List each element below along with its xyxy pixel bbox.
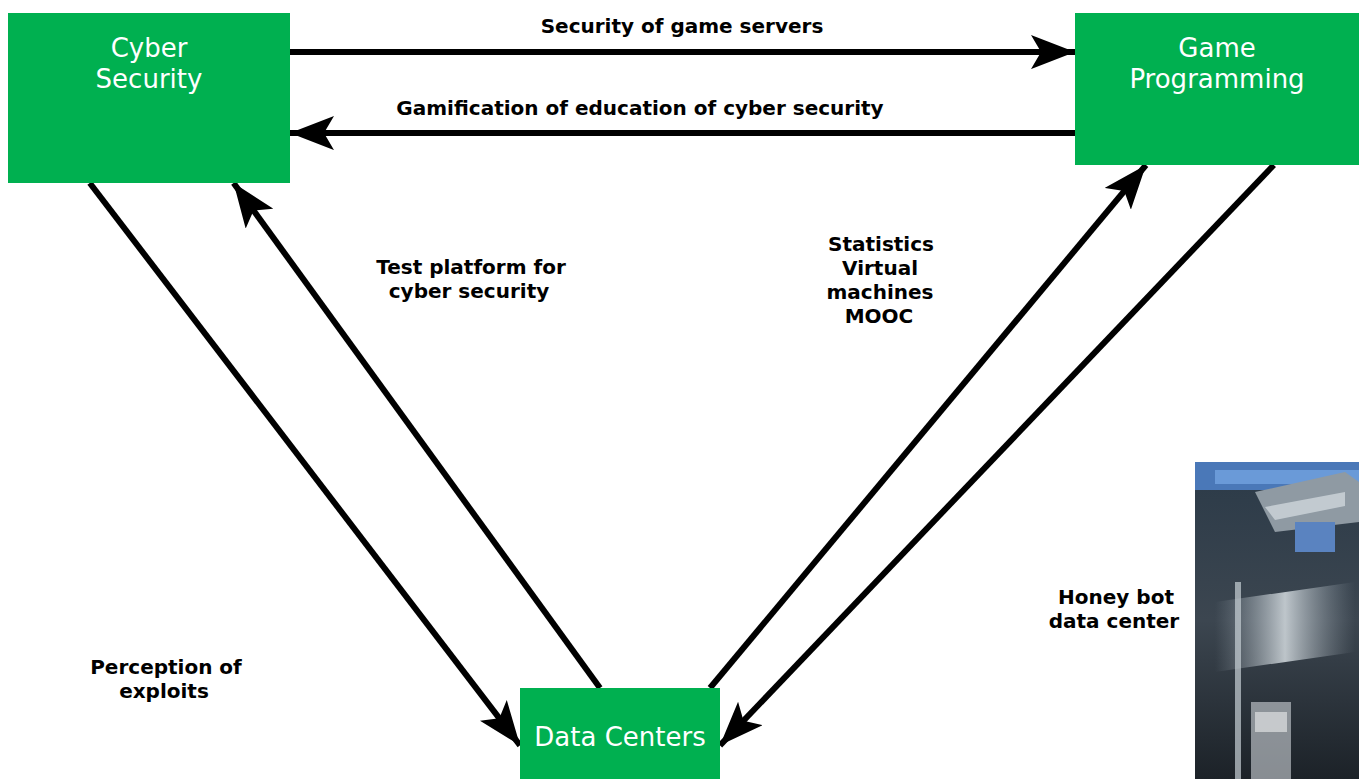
edge-label: Honey bot data center <box>1049 585 1181 633</box>
arrow-connector <box>290 49 1075 55</box>
edge-label: Statistics Virtual machines MOOC <box>826 232 934 328</box>
edge-label-box: Statistics Virtual machines MOOC <box>815 232 945 328</box>
arrow-connector <box>290 130 1075 136</box>
edge-label-box: Gamification of education of cyber secur… <box>330 96 950 120</box>
edge-label: Security of game servers <box>539 14 826 38</box>
edge-label-box: Honey bot data center <box>1045 585 1185 633</box>
process-box: Game Programming <box>1075 13 1359 165</box>
server-photo <box>1195 462 1359 779</box>
edge-label-box: Perception of exploits <box>65 655 265 703</box>
box-label: Cyber Security <box>74 33 224 95</box>
edge-label: Perception of exploits <box>88 655 242 703</box>
process-box: Data Centers <box>520 688 720 779</box>
arrow-connector <box>234 183 600 688</box>
edge-label: Test platform for cyber security <box>374 255 566 303</box>
box-label: Data Centers <box>534 722 705 753</box>
edge-label-box: Security of game servers <box>422 14 942 38</box>
process-box: Cyber Security <box>8 13 290 183</box>
edge-label-box: Test platform for cyber security <box>355 255 585 303</box>
arrow-connector <box>720 165 1274 745</box>
edge-label: Gamification of education of cyber secur… <box>394 96 885 120</box>
box-label: Game Programming <box>1117 33 1317 95</box>
